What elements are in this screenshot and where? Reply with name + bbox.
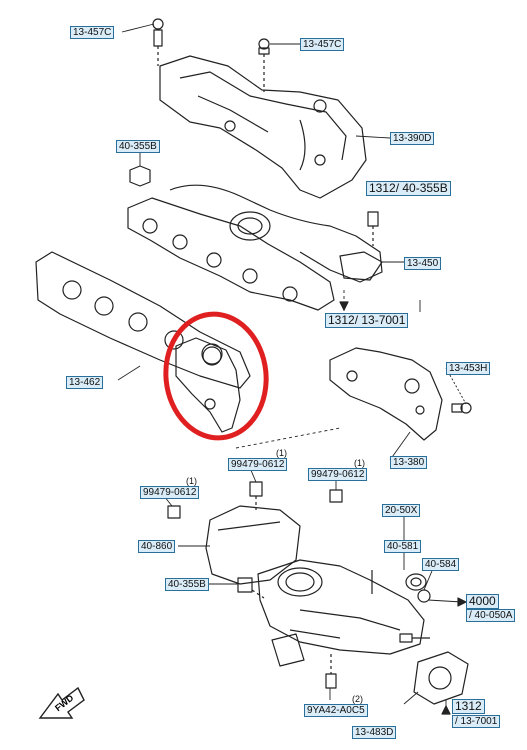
label-40-581: 40-581 <box>384 540 422 553</box>
label-40-860: 40-860 <box>138 540 176 553</box>
label-13-380: 13-380 <box>390 456 428 469</box>
qty-9ya42: (2) <box>352 694 363 704</box>
highlighted-gasket-part <box>175 337 241 433</box>
label-40-584: 40-584 <box>422 558 460 571</box>
label-1312-lower: 1312 <box>452 699 485 714</box>
bolt-13-457c-left <box>152 18 164 66</box>
label-13-390d: 13-390D <box>390 132 435 145</box>
fwd-arrow-icon <box>38 686 85 719</box>
label-13-457c-right: 13-457C <box>300 38 345 51</box>
label-99479-0612-center: 99479-0612 <box>228 458 288 471</box>
stud-9ya42 <box>325 654 337 689</box>
qty-99479-b: (1) <box>276 448 287 458</box>
label-4000: 4000 <box>466 594 499 609</box>
lower-heat-insulator <box>329 347 443 441</box>
qty-99479-c: (1) <box>354 458 365 468</box>
red-highlight-circle <box>163 311 269 441</box>
arrow-markers <box>339 301 467 715</box>
label-1312-13-7001-upper: 1312/ 13-7001 <box>325 313 409 328</box>
label-40-050a: / 40-050A <box>466 609 516 622</box>
label-40-355b-lower: 40-355B <box>165 578 209 591</box>
gasket-13-483d <box>413 651 469 705</box>
label-40-355b-upper: 40-355B <box>116 140 160 153</box>
bolt-13-457c-right <box>258 38 270 92</box>
label-1312-40-355b: 1312/ 40-355B <box>366 181 451 196</box>
label-13-457c-left: 13-457C <box>70 26 115 39</box>
label-13-483d: 13-483D <box>352 726 397 739</box>
upper-heat-insulator <box>159 55 367 199</box>
leader-lines <box>117 23 467 712</box>
exhaust-manifold <box>127 184 383 311</box>
label-13-7001-lower: / 13-7001 <box>452 715 501 728</box>
label-13-450: 13-450 <box>404 257 442 270</box>
bolt-13-453h <box>451 402 472 414</box>
label-13-462: 13-462 <box>66 376 104 389</box>
nut-40-355b-upper <box>129 165 151 187</box>
label-13-453h: 13-453H <box>446 362 491 375</box>
label-99479-0612-left: 99479-0612 <box>140 486 200 499</box>
label-20-50x: 20-50X <box>382 504 421 517</box>
label-9ya42-a0c5: 9YA42-A0C5 <box>304 704 368 717</box>
qty-99479-a: (1) <box>186 476 197 486</box>
exhaust-manifold-gasket <box>35 251 251 389</box>
catalytic-converter <box>237 559 425 667</box>
converter-heat-shield <box>205 505 301 585</box>
stud-40-355b-right <box>367 211 379 246</box>
bolts-99479-0612 <box>167 481 343 519</box>
label-99479-0612-right: 99479-0612 <box>308 468 368 481</box>
bolt-40-050a <box>399 633 430 643</box>
